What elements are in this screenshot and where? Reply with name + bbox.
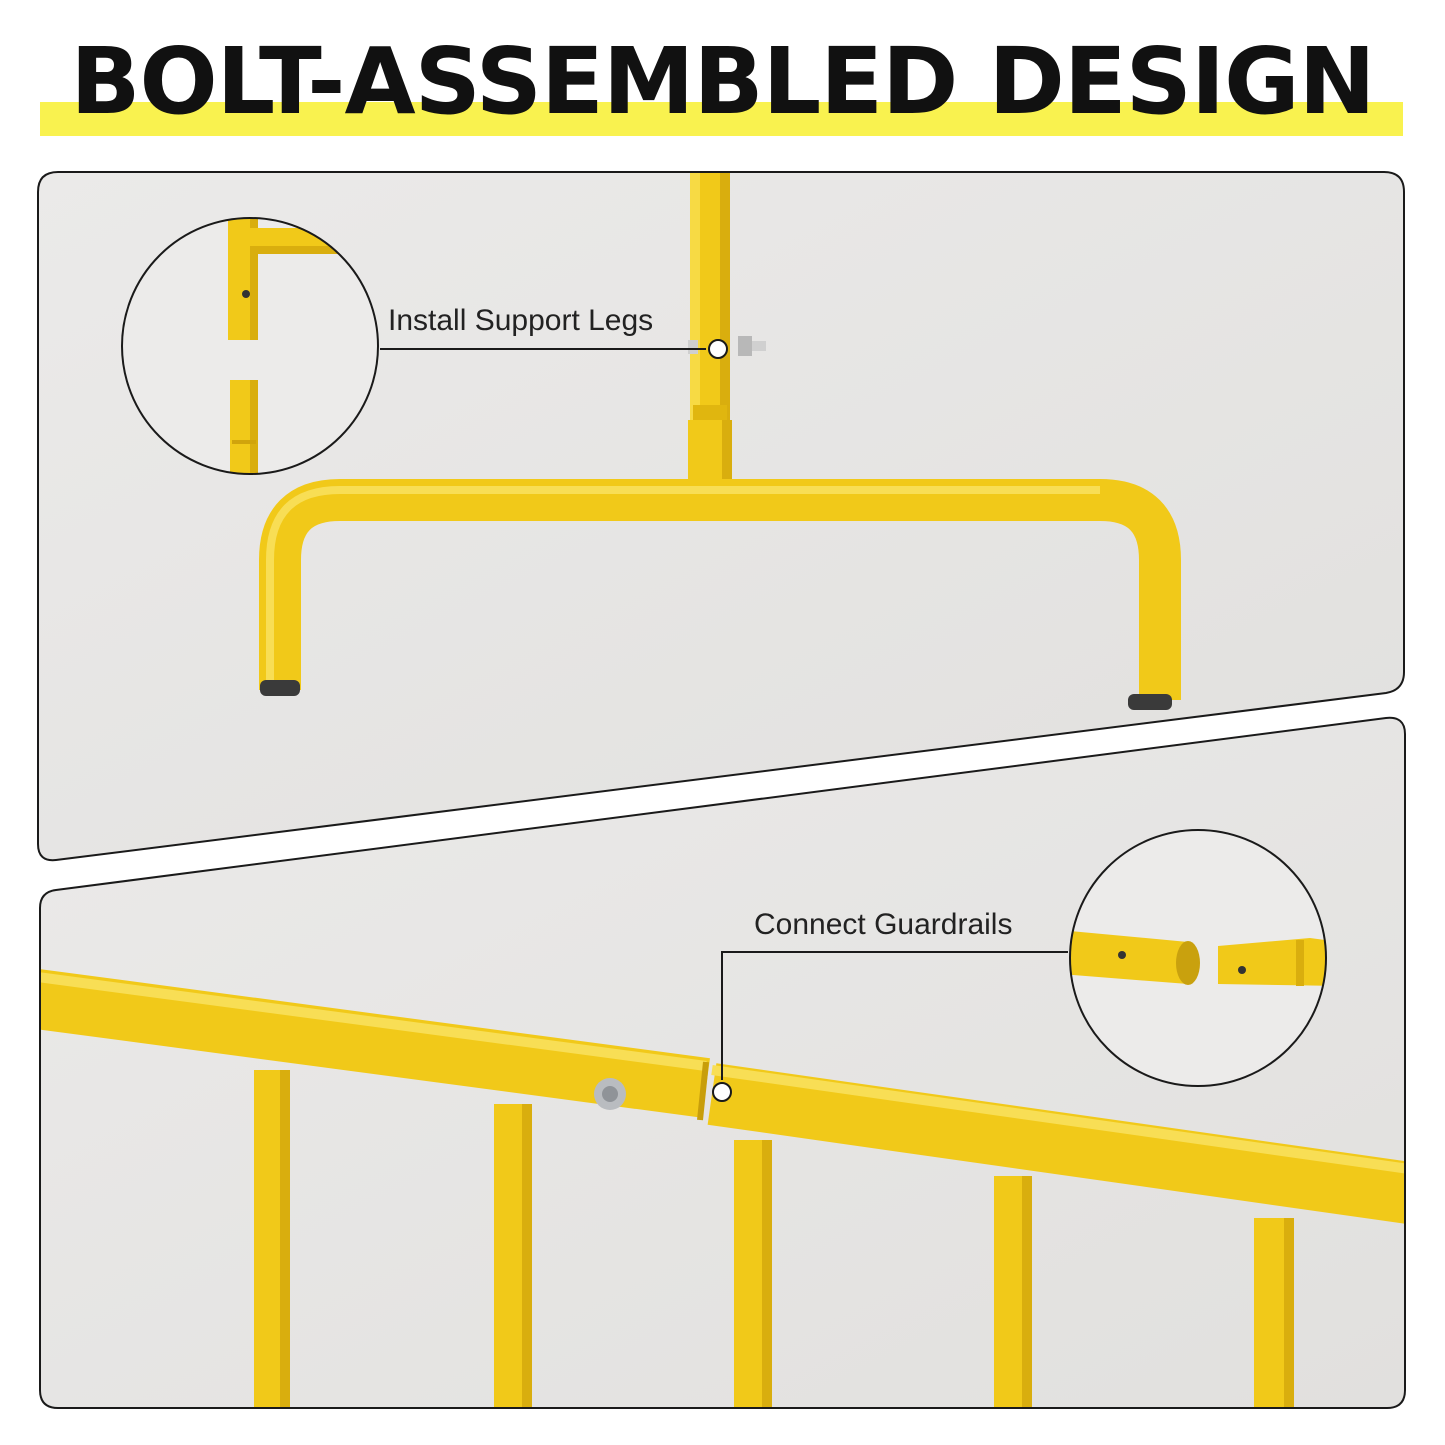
bottom-panel-border <box>39 716 1406 1409</box>
support-leg-joint-icon <box>121 217 379 475</box>
connect-guardrails-label: Connect Guardrails <box>754 908 1013 941</box>
title-highlight <box>40 102 1403 136</box>
page-title: BOLT-ASSEMBLED DESIGN <box>70 28 1375 135</box>
top-panel-border <box>37 171 1405 862</box>
guardrails-panel <box>40 717 1405 1408</box>
guardrail-joint-icon <box>1069 829 1327 1087</box>
support-legs-panel <box>38 172 1404 861</box>
guardrail-photo <box>40 968 1405 1408</box>
support-leg-photo <box>259 172 1181 710</box>
install-support-legs-label: Install Support Legs <box>388 304 654 337</box>
